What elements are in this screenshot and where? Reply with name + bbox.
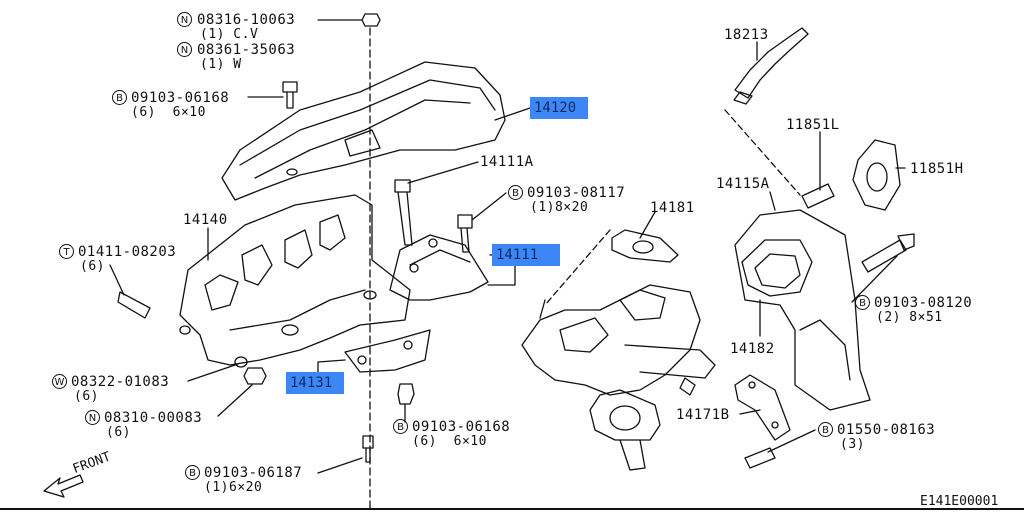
diagram-code: E141E00001: [920, 494, 999, 509]
front-arrow-icon: [43, 474, 84, 498]
part-number[interactable]: 11851L: [786, 117, 840, 133]
bracket-14171B-drawing: [734, 374, 791, 441]
part-qty: (1)6×20: [204, 480, 263, 495]
part-number[interactable]: 08322-01083: [71, 374, 170, 390]
leader-lines: [109, 19, 906, 474]
part-number[interactable]: 09103-06187: [204, 465, 303, 481]
prefix-N-icon: N: [177, 42, 192, 57]
prefix-B-icon: B: [112, 90, 127, 105]
part-qty: (1) W: [200, 57, 242, 72]
prefix-N-icon: N: [85, 410, 100, 425]
part-number[interactable]: 18213: [724, 27, 769, 43]
exhaust-manifold-drawing: [179, 194, 411, 366]
prefix-T-icon: T: [59, 244, 74, 259]
part-qty: (1)8×20: [530, 200, 589, 215]
gasket-11851H-drawing: [852, 139, 901, 211]
part-number[interactable]: 14111A: [480, 154, 534, 170]
part-qty: (6) 6×10: [412, 434, 487, 449]
part-qty: (2) 8×51: [876, 310, 943, 325]
turbo-pipe-drawing: [734, 209, 871, 411]
prefix-B-icon: B: [818, 422, 833, 437]
heat-shield-drawing: [221, 61, 506, 201]
prefix-N-icon: N: [177, 12, 192, 27]
fasteners-drawing: [117, 13, 915, 469]
part-number[interactable]: 14171B: [676, 407, 730, 423]
prefix-W-icon: W: [52, 374, 67, 389]
part-number[interactable]: 08310-00083: [104, 410, 203, 426]
part-number[interactable]: 14181: [650, 200, 695, 216]
part-number[interactable]: 11851H: [910, 161, 964, 177]
part-number[interactable]: 08316-10063: [197, 12, 296, 28]
part-qty: (6): [80, 259, 105, 274]
highlighted-part-14131[interactable]: 14131: [286, 372, 344, 394]
manifold-cover-drawing: [389, 234, 489, 301]
prefix-B-icon: B: [185, 465, 200, 480]
part-number[interactable]: 09103-06168: [412, 419, 511, 435]
part-number[interactable]: 01550-08163: [837, 422, 936, 438]
highlighted-part-14120[interactable]: 14120: [530, 97, 588, 119]
part-qty: (6) 6×10: [131, 105, 206, 120]
turbocharger-drawing: [521, 229, 716, 471]
prefix-B-icon: B: [508, 185, 523, 200]
part-number[interactable]: 01411-08203: [78, 244, 177, 260]
part-qty: (6): [74, 389, 99, 404]
part-qty: (6): [106, 425, 131, 440]
part-number[interactable]: 14182: [730, 341, 775, 357]
highlighted-part-14111[interactable]: 14111: [492, 244, 560, 266]
part-number[interactable]: 08361-35063: [197, 42, 296, 58]
part-number[interactable]: 09103-06168: [131, 90, 230, 106]
part-number[interactable]: 09103-08120: [874, 295, 973, 311]
prefix-B-icon: B: [393, 419, 408, 434]
bracket-14131-drawing: [344, 329, 431, 373]
part-number[interactable]: 14115A: [716, 176, 770, 192]
prefix-B-icon: B: [855, 295, 870, 310]
part-qty: (3): [840, 437, 865, 452]
part-number[interactable]: 14140: [183, 212, 228, 228]
oxygen-sensor-drawing: [724, 27, 809, 196]
part-number[interactable]: 09103-08117: [527, 185, 626, 201]
part-qty: (1) C.V: [200, 27, 259, 42]
